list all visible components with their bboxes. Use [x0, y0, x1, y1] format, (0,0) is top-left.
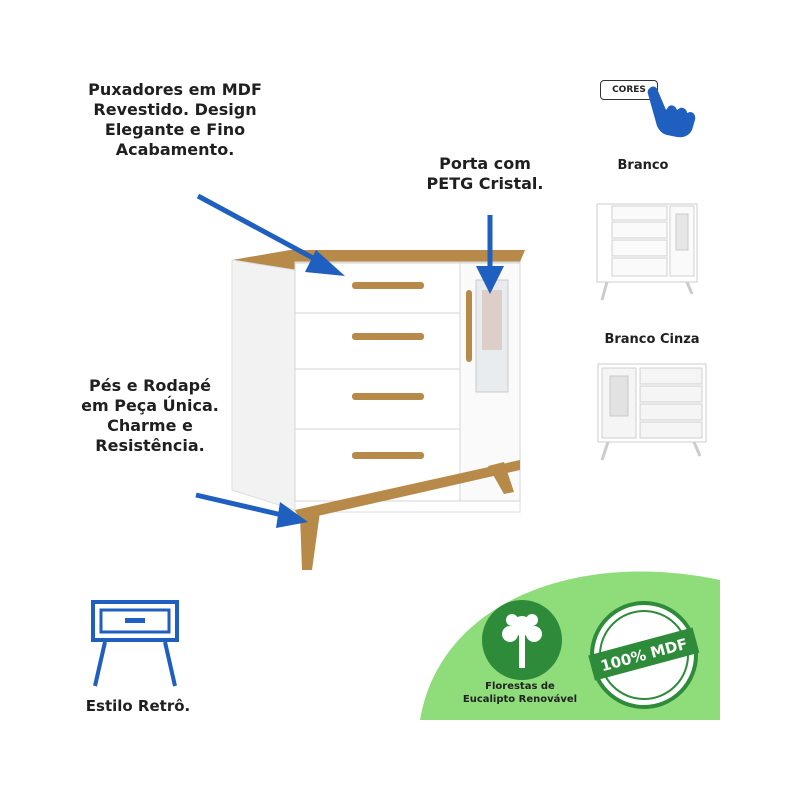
- door-annotation: Porta com PETG Cristal.: [405, 154, 565, 194]
- feet-line-3: Charme e: [107, 416, 193, 435]
- handles-line-3: Elegante e Fino: [104, 120, 246, 139]
- eco-badge-text: Florestas de Eucalipto Renovável: [455, 680, 585, 706]
- door-line-1: Porta com: [439, 154, 531, 173]
- handles-line-2: Revestido. Design: [93, 100, 257, 119]
- retro-table-icon: [91, 600, 179, 687]
- eco-line-1: Florestas de: [485, 681, 555, 692]
- handles-annotation: Puxadores em MDF Revestido. Design Elega…: [70, 80, 280, 160]
- pointing-hand-icon: [647, 86, 696, 138]
- color-option-branco-cinza-label: Branco Cinza: [604, 332, 700, 347]
- feet-line-2: em Peça Única.: [81, 396, 219, 415]
- dresser-white-thumbnail[interactable]: [592, 196, 702, 306]
- retro-caption: Estilo Retrô.: [85, 697, 191, 715]
- color-option-branco-label: Branco: [617, 158, 669, 173]
- tree-badge-icon: [482, 600, 562, 680]
- feet-annotation: Pés e Rodapé em Peça Única. Charme e Res…: [60, 376, 240, 456]
- handles-line-4: Acabamento.: [115, 140, 235, 159]
- cores-button[interactable]: CORES: [600, 80, 658, 100]
- dresser-gray-thumbnail[interactable]: [594, 360, 710, 464]
- eco-line-2: Eucalipto Renovável: [462, 694, 578, 705]
- mdf-seal-icon: 100% MDF: [588, 601, 700, 709]
- handles-line-1: Puxadores em MDF: [88, 80, 262, 99]
- feet-line-4: Resistência.: [95, 436, 205, 455]
- feet-line-1: Pés e Rodapé: [89, 376, 211, 395]
- door-line-2: PETG Cristal.: [426, 174, 544, 193]
